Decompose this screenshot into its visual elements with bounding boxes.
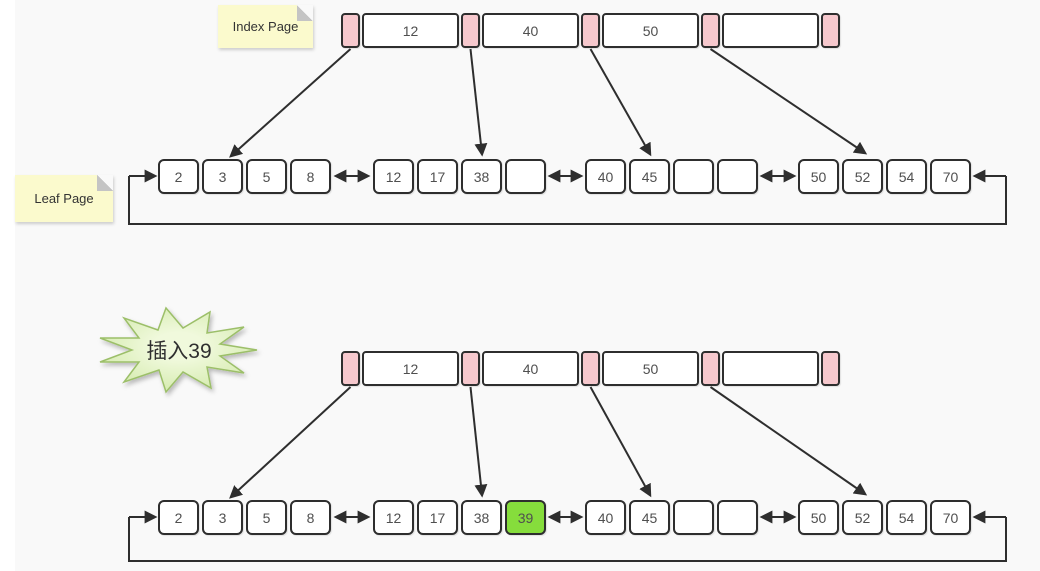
leaf-cell: 5 <box>246 500 287 535</box>
insert-callout-text: 插入39 <box>146 340 212 363</box>
index-key-cell <box>722 351 819 386</box>
index-pointer-cell <box>461 351 480 386</box>
leaf-page-group: 12 17 38 <box>373 159 546 194</box>
starburst-shape <box>99 306 258 394</box>
leaf-cell: 2 <box>158 159 199 194</box>
index-key-cell: 50 <box>602 351 699 386</box>
index-page-row-bottom: 12 40 50 <box>341 351 840 386</box>
index-key-cell: 50 <box>602 13 699 48</box>
leaf-cell: 17 <box>417 159 458 194</box>
insert-callout-starburst <box>99 306 258 394</box>
leaf-cell <box>505 159 546 194</box>
leaf-cell: 40 <box>585 500 626 535</box>
leaf-cell: 3 <box>202 500 243 535</box>
leaf-cell: 50 <box>798 500 839 535</box>
index-pointer-cell <box>461 13 480 48</box>
left-margin-strip <box>0 0 15 571</box>
index-pointer-cell <box>821 13 840 48</box>
leaf-cell: 45 <box>629 500 670 535</box>
index-key-cell: 40 <box>482 351 579 386</box>
leaf-cell: 12 <box>373 159 414 194</box>
bottom-index-to-leaf-arrows <box>229 386 868 499</box>
index-key-cell <box>722 13 819 48</box>
leaf-cell: 8 <box>290 500 331 535</box>
leaf-cell: 52 <box>842 159 883 194</box>
leaf-cell: 5 <box>246 159 287 194</box>
leaf-cell: 8 <box>290 159 331 194</box>
leaf-page-group: 40 45 <box>585 500 758 535</box>
leaf-cell: 45 <box>629 159 670 194</box>
leaf-cell: 52 <box>842 500 883 535</box>
index-pointer-cell <box>341 351 360 386</box>
index-page-row-top: 12 40 50 <box>341 13 840 48</box>
leaf-cell: 38 <box>461 159 502 194</box>
index-pointer-cell <box>701 13 720 48</box>
leaf-cell: 12 <box>373 500 414 535</box>
index-pointer-cell <box>701 351 720 386</box>
index-pointer-cell <box>581 351 600 386</box>
index-pointer-cell <box>581 13 600 48</box>
index-key-cell: 40 <box>482 13 579 48</box>
top-index-to-leaf-arrows <box>229 48 868 158</box>
index-page-note-label: Index Page <box>232 19 299 34</box>
leaf-cell: 40 <box>585 159 626 194</box>
leaf-cell <box>717 159 758 194</box>
index-pointer-cell <box>821 351 840 386</box>
leaf-cell: 2 <box>158 500 199 535</box>
leaf-cell: 38 <box>461 500 502 535</box>
leaf-page-group: 50 52 54 70 <box>798 500 971 535</box>
leaf-page-note: Leaf Page <box>15 175 113 222</box>
leaf-cell: 70 <box>930 159 971 194</box>
index-key-cell: 12 <box>362 351 459 386</box>
leaf-cell <box>717 500 758 535</box>
leaf-page-group: 2 3 5 8 <box>158 500 331 535</box>
leaf-cell: 50 <box>798 159 839 194</box>
leaf-page-group: 50 52 54 70 <box>798 159 971 194</box>
index-key-cell: 12 <box>362 13 459 48</box>
leaf-cell: 54 <box>886 500 927 535</box>
leaf-cell: 70 <box>930 500 971 535</box>
leaf-cell: 54 <box>886 159 927 194</box>
leaf-cell: 3 <box>202 159 243 194</box>
leaf-cell <box>673 500 714 535</box>
leaf-page-group: 40 45 <box>585 159 758 194</box>
leaf-page-note-label: Leaf Page <box>34 191 94 206</box>
leaf-page-group: 2 3 5 8 <box>158 159 331 194</box>
leaf-cell: 17 <box>417 500 458 535</box>
index-page-note: Index Page <box>218 5 313 48</box>
leaf-cell-inserted: 39 <box>505 500 546 535</box>
leaf-cell <box>673 159 714 194</box>
leaf-page-group: 12 17 38 39 <box>373 500 546 535</box>
index-pointer-cell <box>341 13 360 48</box>
